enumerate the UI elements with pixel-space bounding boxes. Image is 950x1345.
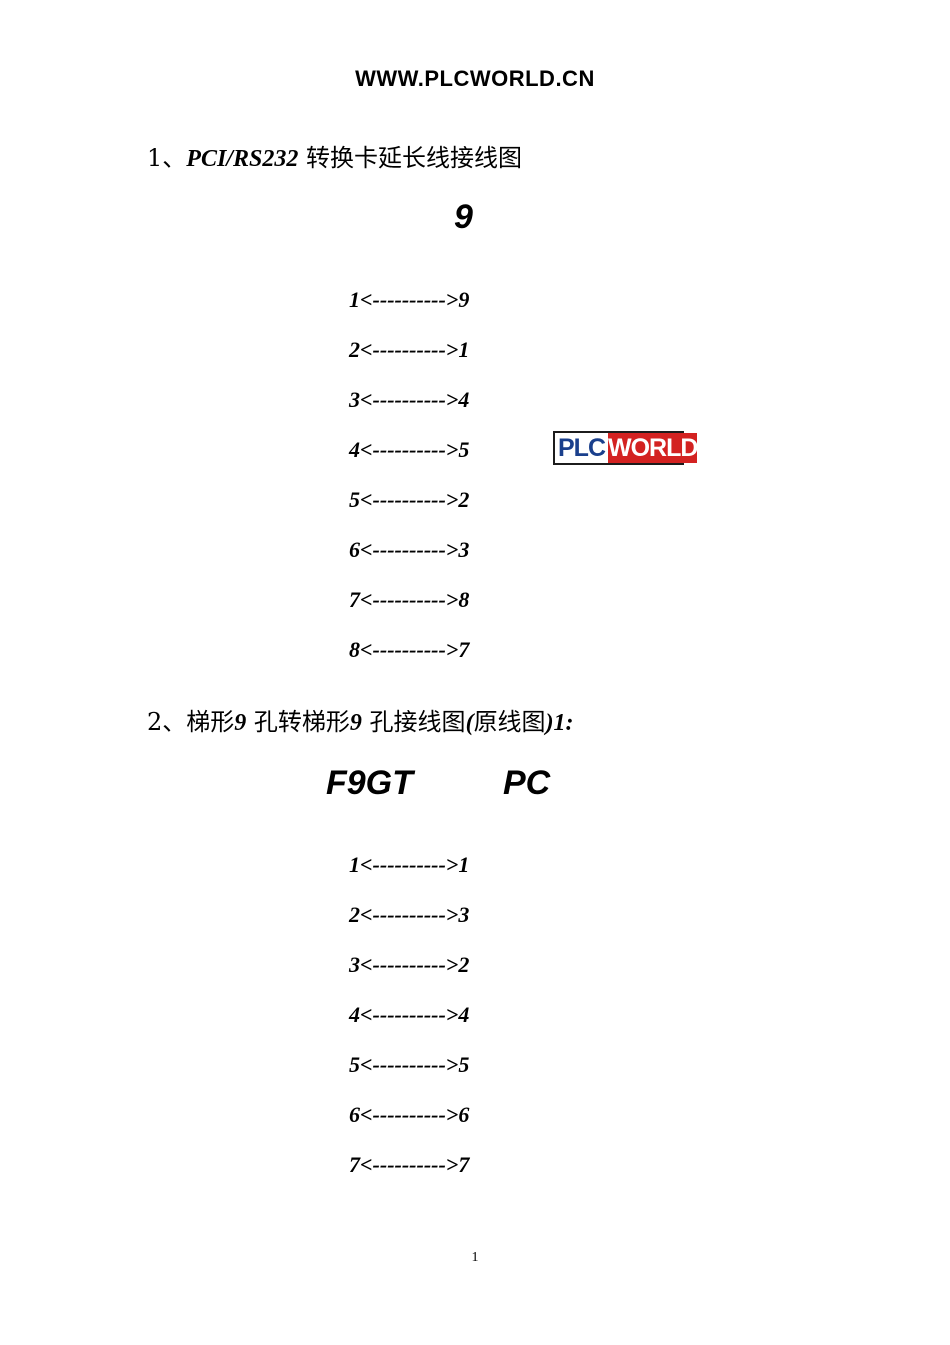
pin-mapping: 5<---------->5: [349, 1052, 470, 1077]
section1-title: 1、PCI/RS232 转换卡延长线接线图: [147, 138, 522, 173]
pin-mapping: 6<---------->6: [349, 1102, 470, 1127]
logo-world-text: WORLD: [608, 433, 698, 463]
pin-mapping: 3<---------->4: [349, 387, 470, 412]
pin-mapping: 1<---------->9: [349, 287, 470, 312]
section1-title-bold: PCI/RS232: [186, 146, 299, 172]
pin-mapping: 2<---------->3: [349, 902, 470, 927]
section2-title-part: 孔接线图: [361, 708, 466, 736]
section2-title-bold: 9: [234, 710, 247, 736]
pin-mapping: 8<---------->7: [349, 637, 470, 662]
section2-title-bold: )1:: [545, 710, 574, 736]
pin-mapping: 4<---------->4: [349, 1002, 470, 1027]
section2-left-connector-label: F9GT: [326, 764, 413, 802]
pin-mapping: 1<---------->1: [349, 852, 470, 877]
pin-mapping: 7<---------->7: [349, 1152, 470, 1177]
section2-title: 2、梯形9 孔转梯形9 孔接线图(原线图)1:: [147, 702, 574, 737]
section2-title-part: 梯形: [186, 708, 235, 736]
section2-title-bold: 9: [349, 710, 362, 736]
pin-mapping: 4<---------->5: [349, 437, 470, 462]
site-header: WWW.PLCWORLD.CN: [355, 66, 595, 91]
section2-title-part: 孔转梯形: [246, 708, 350, 736]
section1-connector-label: 9: [454, 198, 473, 236]
plcworld-logo: PLC WORLD: [553, 431, 698, 465]
logo-plc-text: PLC: [555, 433, 608, 463]
pin-mapping: 5<---------->2: [349, 487, 470, 512]
section2-title-bold: (: [465, 710, 474, 736]
pin-mapping: 6<---------->3: [349, 537, 470, 562]
section2-number: 2、: [147, 708, 187, 736]
section1-number: 1、: [147, 144, 187, 172]
section1-title-text: 转换卡延长线接线图: [298, 144, 522, 172]
pin-mapping: 2<---------->1: [349, 337, 470, 362]
page-number: 1: [471, 1250, 479, 1265]
pin-mapping: 7<---------->8: [349, 587, 470, 612]
pin-mapping: 3<---------->2: [349, 952, 470, 977]
section2-right-connector-label: PC: [503, 764, 551, 802]
section2-title-part: 原线图: [473, 708, 546, 736]
